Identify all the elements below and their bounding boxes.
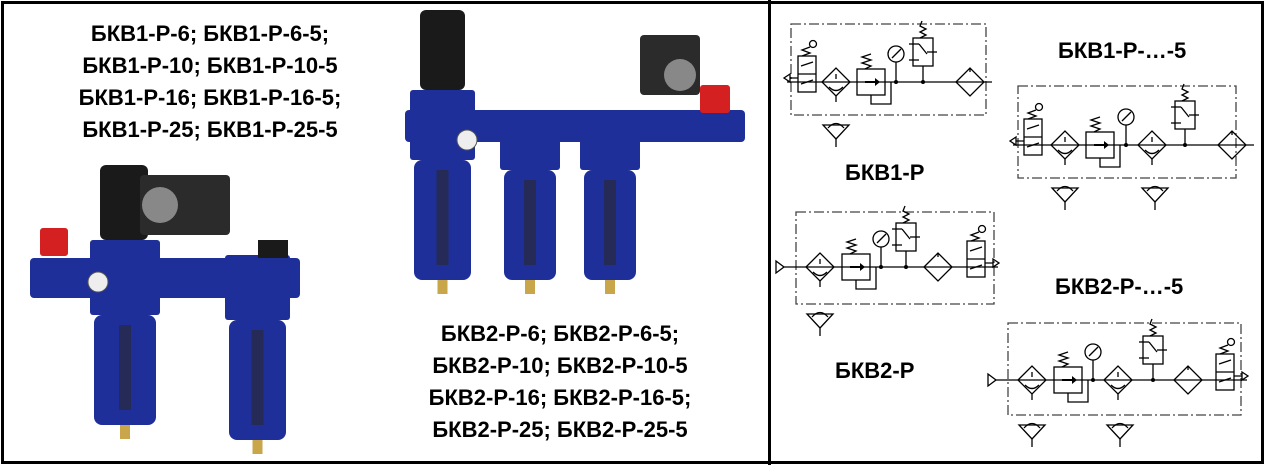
model-line: БКВ1-Р-6; БКВ1-Р-6-5; — [90, 21, 330, 46]
model-line: БКВ1-Р-16; БКВ1-Р-16-5; — [78, 85, 342, 110]
pressure-switch-symbol — [909, 20, 937, 84]
filter-separator-symbol — [1050, 130, 1080, 165]
sight-glass — [436, 170, 449, 265]
shutoff-valve-symbol — [782, 39, 818, 93]
lubricator-symbol — [923, 252, 953, 282]
schematic-bkv2-p-5 — [987, 318, 1250, 447]
shutoff-valve — [700, 85, 730, 113]
bkv2-model-list: БКВ2-Р-6; БКВ2-Р-6-5; БКВ2-Р-10; БКВ2-Р-… — [375, 318, 745, 446]
filter-separator-symbol — [1137, 130, 1167, 165]
pressure-switch-symbol — [892, 205, 920, 269]
filter-separator-symbol — [1103, 365, 1133, 400]
regulator-knob — [100, 165, 148, 240]
pressure-gauge — [456, 129, 478, 151]
schematic-label-bkv2-p: БКВ2-Р — [835, 358, 915, 383]
schematic-bkv1-p — [782, 20, 992, 147]
model-line: БКВ1-Р-25; БКВ1-Р-25-5 — [82, 117, 338, 142]
drain-fitting — [252, 440, 263, 454]
drain-fitting — [437, 280, 448, 294]
model-line: БКВ1-Р-10; БКВ1-Р-10-5 — [82, 53, 338, 78]
schematic-bkv1-p-5 — [1008, 83, 1254, 210]
component-frame — [1017, 85, 1237, 179]
product-photos — [30, 10, 745, 454]
connector — [664, 59, 696, 91]
sight-glass — [251, 330, 264, 425]
model-line: БКВ2-Р-10; БКВ2-Р-10-5 — [432, 353, 688, 378]
pressure-gauge-symbol — [872, 230, 890, 269]
schematic-label-bkv2-p-5: БКВ2-Р-…-5 — [1055, 274, 1184, 299]
shutoff-valve-symbol — [1215, 337, 1250, 391]
component-frame — [795, 211, 995, 305]
component-frame — [1007, 322, 1242, 416]
sight-glass — [604, 180, 616, 265]
drain-fitting — [120, 425, 130, 439]
drain-symbol — [1140, 185, 1170, 210]
unit-head — [580, 130, 640, 170]
unit-head — [225, 255, 290, 320]
pressure-gauge — [87, 271, 109, 293]
pressure-gauge-symbol — [887, 45, 905, 84]
product-photo-bkv2 — [405, 10, 745, 294]
connector — [142, 187, 178, 223]
lubricator-symbol — [1173, 365, 1203, 395]
pressure-gauge-symbol — [1117, 108, 1135, 147]
filter-separator-symbol — [1017, 365, 1047, 400]
drain-symbol — [805, 311, 835, 336]
filter-separator-symbol — [821, 67, 851, 102]
shutoff-valve-symbol — [966, 224, 1001, 278]
inlet-symbol — [775, 259, 786, 275]
shutoff-valve-symbol — [1008, 102, 1044, 156]
drain-symbol — [821, 122, 851, 147]
lubricator-symbol — [1217, 130, 1247, 160]
sight-glass — [524, 180, 536, 265]
model-line: БКВ2-Р-25; БКВ2-Р-25-5 — [432, 417, 688, 442]
unit-head — [90, 240, 160, 315]
pressure-regulator-symbol — [856, 53, 892, 105]
shutoff-valve — [40, 228, 68, 256]
drain-symbol — [1017, 422, 1047, 447]
pressure-switch-symbol — [1171, 83, 1199, 147]
drain-symbol — [1105, 422, 1135, 447]
product-photo-bkv1 — [30, 165, 300, 454]
component-frame — [790, 23, 987, 116]
lubricator-cap — [258, 240, 288, 258]
drain-fitting — [605, 280, 615, 294]
regulator-knob — [420, 10, 465, 90]
pressure-gauge-symbol — [1084, 343, 1102, 382]
bkv1-model-list: БКВ1-Р-6; БКВ1-Р-6-5; БКВ1-Р-10; БКВ1-Р-… — [30, 18, 390, 146]
sight-glass — [119, 325, 131, 410]
pressure-regulator-symbol — [1085, 116, 1121, 168]
schematic-label-bkv1-p-5: БКВ1-Р-…-5 — [1058, 38, 1187, 63]
inlet-symbol — [987, 372, 998, 388]
schematic-label-bkv1-p: БКВ1-Р — [845, 160, 925, 185]
manifold — [405, 110, 745, 142]
filter-separator-symbol — [805, 252, 835, 287]
pressure-regulator-symbol — [841, 238, 877, 290]
pressure-regulator-symbol — [1053, 351, 1089, 403]
model-line: БКВ2-Р-6; БКВ2-Р-6-5; — [440, 321, 680, 346]
unit-head — [500, 130, 560, 170]
drain-fitting — [525, 280, 535, 294]
drain-symbol — [1050, 185, 1080, 210]
lubricator-symbol — [955, 67, 985, 97]
schematic-bkv2-p — [775, 205, 1001, 336]
pressure-switch-symbol — [1139, 318, 1167, 382]
panel-divider — [768, 0, 771, 465]
model-line: БКВ2-Р-16; БКВ2-Р-16-5; — [428, 385, 692, 410]
